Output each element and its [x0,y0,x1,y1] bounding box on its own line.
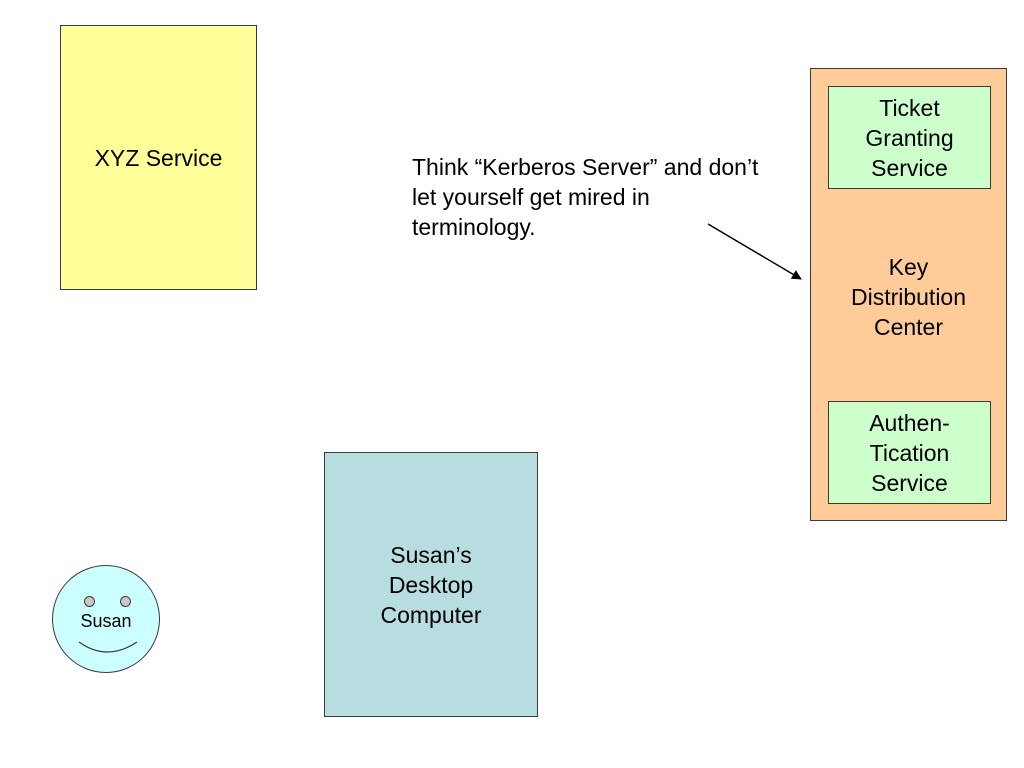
kdc-line-1: Key [888,254,929,280]
susan-smiley-icon: Susan [52,565,160,673]
left-eye-icon [84,596,95,607]
as-line-2: Tication [869,439,950,466]
desktop-line-3: Computer [380,601,482,628]
kdc-line-3: Center [873,314,944,340]
user-name: Susan [80,611,132,631]
kerberos-note: Think “Kerberos Server” and don’t let yo… [412,154,759,240]
kdc-label: Key Distribution Center [811,252,1006,342]
smile-icon [78,641,138,653]
ticket-granting-service-box: Ticket Granting Service [828,86,991,189]
desktop-line-1: Susan’s [390,541,472,568]
xyz-service-label: XYZ Service [94,144,223,171]
xyz-service-box: XYZ Service [60,25,257,290]
key-distribution-center-box: Ticket Granting Service Key Distribution… [810,68,1007,521]
as-line-1: Authen- [869,409,950,436]
tgs-line-2: Granting [865,124,954,151]
tgs-line-3: Service [871,154,948,181]
authentication-service-box: Authen- Tication Service [828,401,991,504]
tgs-line-1: Ticket [879,94,940,121]
susan-desktop-box: Susan’s Desktop Computer [324,452,538,717]
right-eye-icon [120,596,131,607]
kdc-line-2: Distribution [850,284,967,310]
desktop-line-2: Desktop [388,571,474,598]
as-line-3: Service [871,469,948,496]
